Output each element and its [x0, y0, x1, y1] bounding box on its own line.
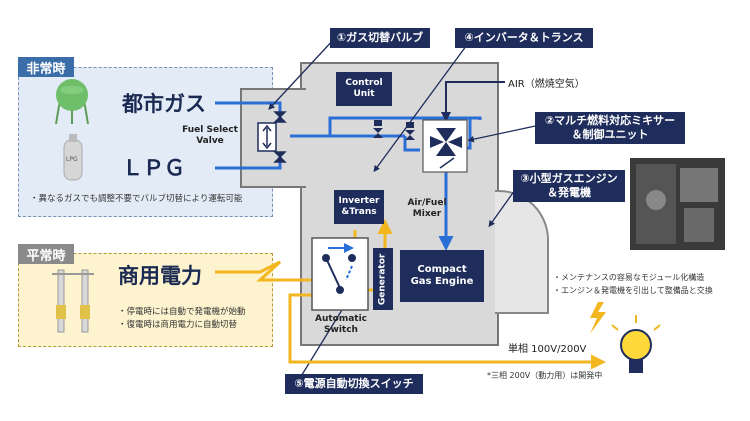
generator-label: Generator: [377, 253, 388, 305]
callout-auto-switch: ⑤電源自動切換スイッチ: [285, 374, 423, 394]
normal-tag: 平常時: [18, 244, 74, 264]
fuel-select-valve-symbol: [257, 111, 287, 163]
city-gas-label: 都市ガス: [122, 92, 206, 116]
compact-gas-engine-box: Compact Gas Engine: [400, 250, 484, 302]
air-label: AIR（燃焼空気）: [508, 79, 585, 90]
footnote: *三相 200V（動力用）は開発中: [487, 371, 603, 380]
lpg-label: ＬＰＧ: [122, 156, 185, 180]
lpg-tank-label: LPG: [66, 156, 78, 163]
callout-gas-valve: ①ガス切替バルブ: [330, 28, 430, 48]
automatic-switch-label: Automatic Switch: [314, 314, 368, 335]
emergency-note: ・異なるガスでも調整不要でバルブ切替により運転可能: [30, 194, 243, 204]
automatic-switch-box: [311, 237, 369, 311]
gas-tank-icon: [55, 79, 89, 125]
inverter-box: Inverter &Trans: [334, 190, 384, 224]
unit-photo: [630, 158, 725, 250]
callout-engine: ③小型ガスエンジン ＆発電機: [513, 170, 625, 202]
air-line: [441, 81, 505, 122]
air-fuel-mixer-label: Air/Fuel Mixer: [407, 198, 447, 219]
generator-box: Generator: [373, 248, 393, 310]
lightning-icon: [590, 302, 606, 334]
lpg-cylinder-icon: [63, 134, 83, 181]
right-note-2: ・エンジン＆発電機を引出して整備品と交換: [553, 286, 713, 295]
mixer-symbol: [422, 119, 468, 173]
fuel-select-valve-label: Fuel Select Valve: [182, 125, 238, 146]
control-unit-box: Control Unit: [336, 72, 392, 106]
callout-inverter: ④インバータ＆トランス: [455, 28, 593, 48]
switch-symbol: [322, 243, 356, 294]
emergency-tag: 非常時: [18, 57, 74, 77]
normal-note-2: ・復電時は商用電力に自動切替: [118, 320, 238, 330]
callout-mixer: ②マルチ燃料対応ミキサー ＆制御ユニット: [535, 112, 685, 144]
power-line-icon: [52, 269, 94, 333]
commercial-power-label: 商用電力: [118, 264, 202, 288]
output-label: 単相 100V/200V: [508, 344, 587, 355]
normal-note-1: ・停電時には自動で発電機が始動: [118, 307, 246, 317]
light-bulb-icon: [611, 315, 661, 373]
valve-icons: [373, 120, 415, 140]
right-note-1: ・メンテナンスの容易なモジュール化構造: [553, 273, 705, 282]
